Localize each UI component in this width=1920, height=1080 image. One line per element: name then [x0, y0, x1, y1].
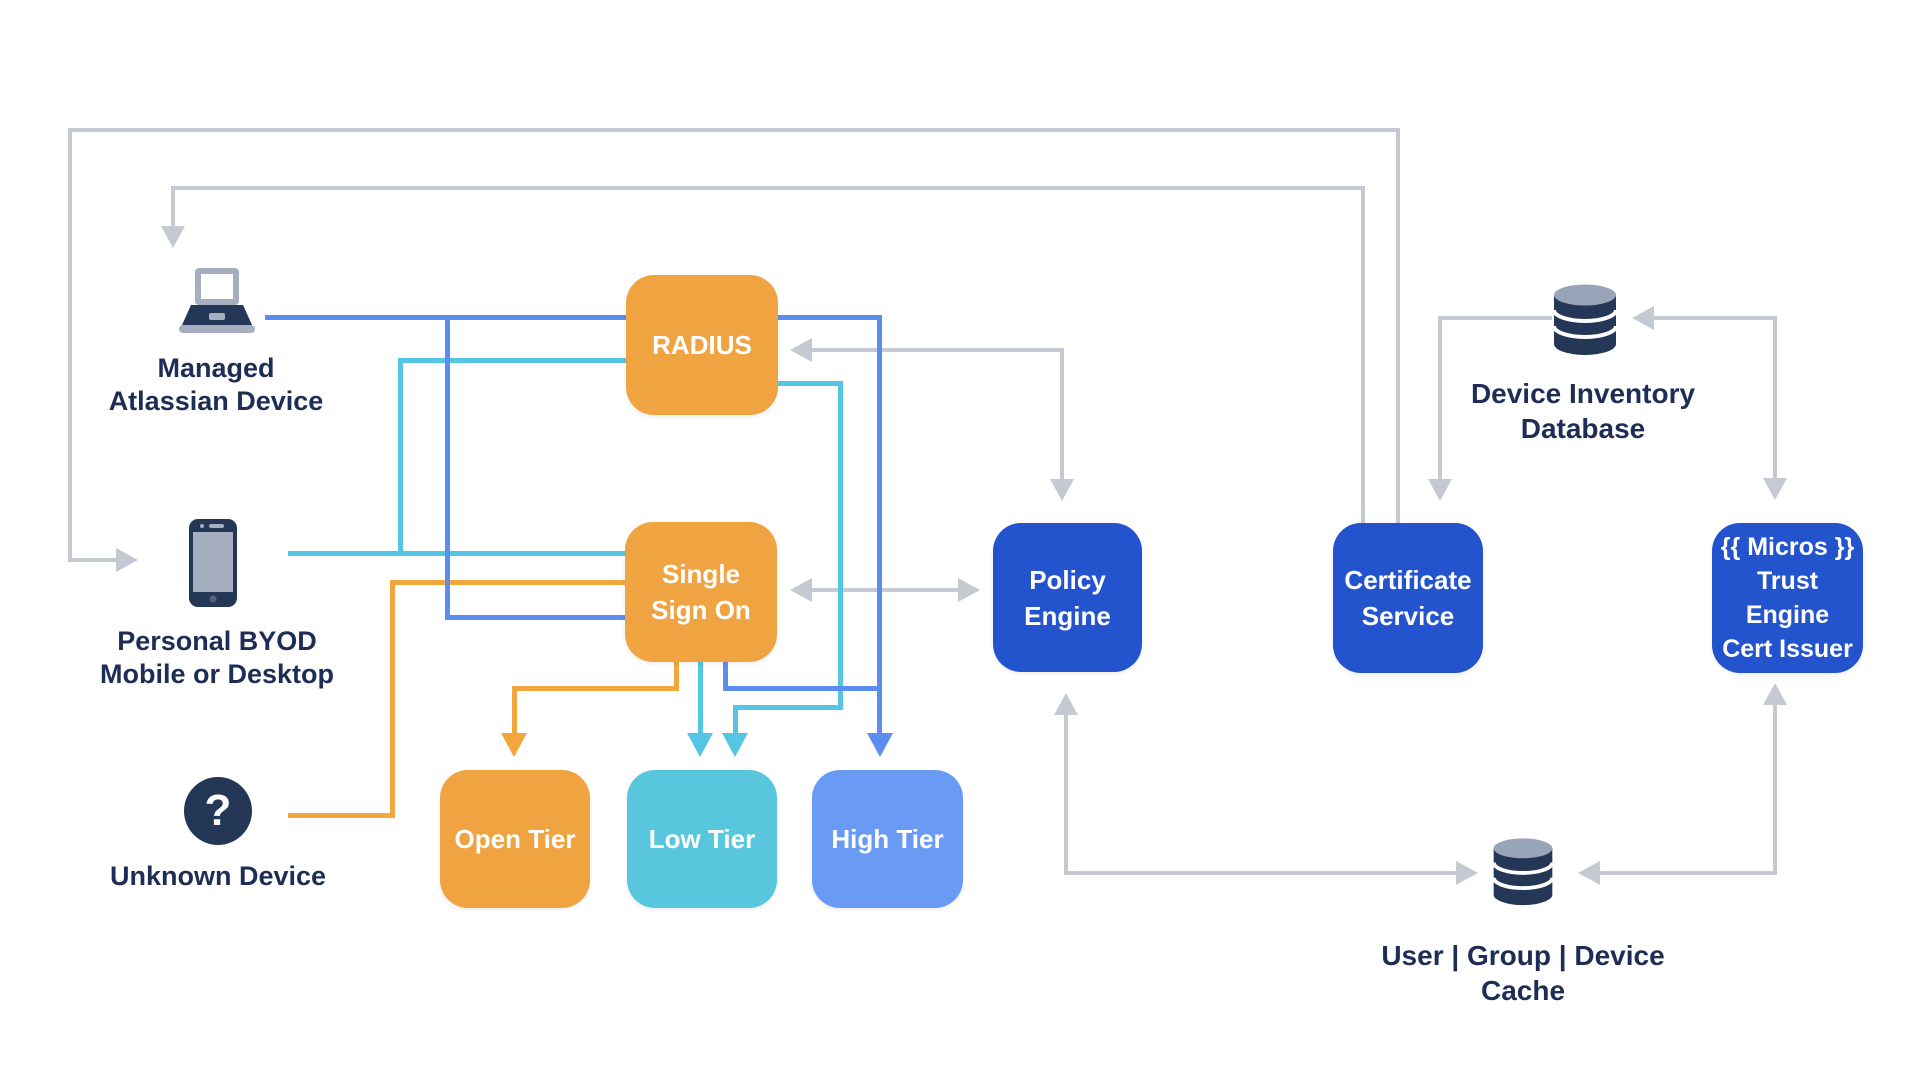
- connector-sso-opentier-drop: [674, 662, 679, 691]
- device-inventory-database-icon: [1552, 284, 1618, 355]
- connector-policy-cache-horizontal: [1064, 871, 1456, 875]
- connector-certservice-top-inner-vertical: [1361, 186, 1365, 523]
- connector-outer-left-vertical: [68, 128, 72, 562]
- label-unknown-device: Unknown Device: [109, 861, 327, 891]
- connector-radius-hightier-horizontal: [778, 315, 882, 320]
- connector-cache-trust-horizontal: [1600, 871, 1777, 875]
- user-group-device-cache-icon: [1491, 838, 1555, 906]
- node-radius-label: RADIUS: [652, 330, 752, 360]
- arrowhead-to-cache-left: [1456, 861, 1478, 885]
- connector-sso-hightier-horizontal: [723, 686, 880, 691]
- connector-policy-radius-vertical: [1060, 348, 1064, 479]
- label-user-group-device-cache: User | Group | Device Cache: [1381, 940, 1665, 1006]
- connector-inventory-certservice-vertical: [1438, 316, 1442, 479]
- connector-sso-opentier-horizontal: [512, 686, 679, 691]
- connector-outer-to-phone-horizontal: [68, 558, 116, 562]
- connector-sso-opentier-vertical: [512, 686, 517, 735]
- connector-unknown-to-sso: [390, 580, 627, 585]
- laptop-icon: [179, 268, 255, 333]
- node-policy-engine-label: Policy Engine: [1024, 564, 1111, 631]
- connector-radius-lowtier-return: [733, 705, 843, 710]
- connector-policy-radius-horizontal: [812, 348, 1064, 352]
- arrowhead-to-open-tier: [501, 733, 527, 757]
- connector-inventory-trust-vertical: [1773, 316, 1777, 478]
- connector-cache-trust-vertical: [1773, 705, 1777, 875]
- node-single-sign-on: Single Sign On: [625, 522, 777, 662]
- arrowhead-to-inventory-db: [1632, 306, 1654, 330]
- arrowhead-to-cache-right: [1578, 861, 1600, 885]
- node-sso-label: Single Sign On: [651, 559, 751, 625]
- connector-managed-to-sso: [445, 615, 627, 620]
- label-byod-device: Personal BYOD Mobile or Desktop: [99, 626, 335, 689]
- arrowhead-to-managed-device: [161, 226, 185, 248]
- arrowhead-to-radius: [790, 338, 812, 362]
- connector-sso-hightier-drop: [723, 662, 728, 691]
- arrowhead-to-policy-engine-bottom: [1054, 693, 1078, 715]
- arrowhead-sso-to-low-tier: [687, 733, 713, 757]
- node-low-tier: Low Tier: [627, 770, 777, 908]
- node-certificate-service-label: Certificate Service: [1344, 565, 1472, 631]
- connector-sso-lowtier-vertical: [698, 662, 703, 735]
- question-mark-icon: ?: [184, 777, 252, 845]
- arrowhead-to-high-tier: [867, 733, 893, 757]
- arrowhead-to-policy-engine-left: [958, 578, 980, 602]
- node-high-tier-label: High Tier: [831, 824, 944, 854]
- connector-policy-cache-vertical: [1064, 715, 1068, 875]
- arrowhead-radius-to-low-tier: [722, 733, 748, 757]
- question-mark-glyph: ?: [204, 786, 232, 835]
- node-radius: RADIUS: [626, 275, 778, 415]
- arrowhead-to-trust-engine-top: [1763, 478, 1787, 500]
- connector-radius-lowtier-horizontal: [778, 381, 843, 386]
- label-device-inventory-database: Device Inventory Database: [1470, 378, 1696, 444]
- arrowhead-to-policy-engine-top: [1050, 479, 1074, 501]
- connector-byod-to-radius: [398, 358, 627, 363]
- node-open-tier: Open Tier: [440, 770, 590, 908]
- node-open-tier-label: Open Tier: [454, 824, 576, 854]
- arrowhead-to-certservice-top: [1428, 479, 1452, 501]
- connector-inner-top-horizontal: [171, 186, 1365, 190]
- node-trust-engine-label: {{ Micros }} Trust Engine Cert Issuer: [1720, 533, 1855, 663]
- connector-outer-top-horizontal: [68, 128, 1400, 132]
- node-certificate-service: Certificate Service: [1333, 523, 1483, 673]
- connector-unknown-vertical: [390, 580, 395, 818]
- connector-inventory-trust-horizontal: [1654, 316, 1777, 320]
- connector-radius-hightier-vertical: [877, 315, 882, 735]
- node-low-tier-label: Low Tier: [648, 824, 756, 854]
- connector-inner-left-vertical: [171, 186, 175, 226]
- connector-inventory-certservice-horizontal: [1438, 316, 1552, 320]
- smartphone-icon: [189, 519, 237, 607]
- node-policy-engine: Policy Engine: [993, 523, 1142, 672]
- connector-certservice-top-outer-vertical: [1396, 128, 1400, 523]
- connector-managed-sso-vertical: [445, 315, 450, 620]
- arrowhead-to-byod-device: [116, 548, 138, 572]
- node-trust-engine: {{ Micros }} Trust Engine Cert Issuer: [1712, 523, 1863, 673]
- connector-radius-lowtier-drop: [733, 705, 738, 735]
- node-high-tier: High Tier: [812, 770, 963, 908]
- connector-byod-radius-vertical: [398, 358, 403, 556]
- connector-radius-lowtier-vertical: [838, 381, 843, 710]
- connector-sso-policy-horizontal: [812, 588, 958, 592]
- connector-unknown-horizontal: [288, 813, 395, 818]
- arrowhead-to-sso: [790, 578, 812, 602]
- label-managed-device: Managed Atlassian Device: [108, 353, 324, 416]
- arrowhead-to-trust-engine-bottom: [1763, 683, 1787, 705]
- connector-byod-to-sso: [288, 551, 627, 556]
